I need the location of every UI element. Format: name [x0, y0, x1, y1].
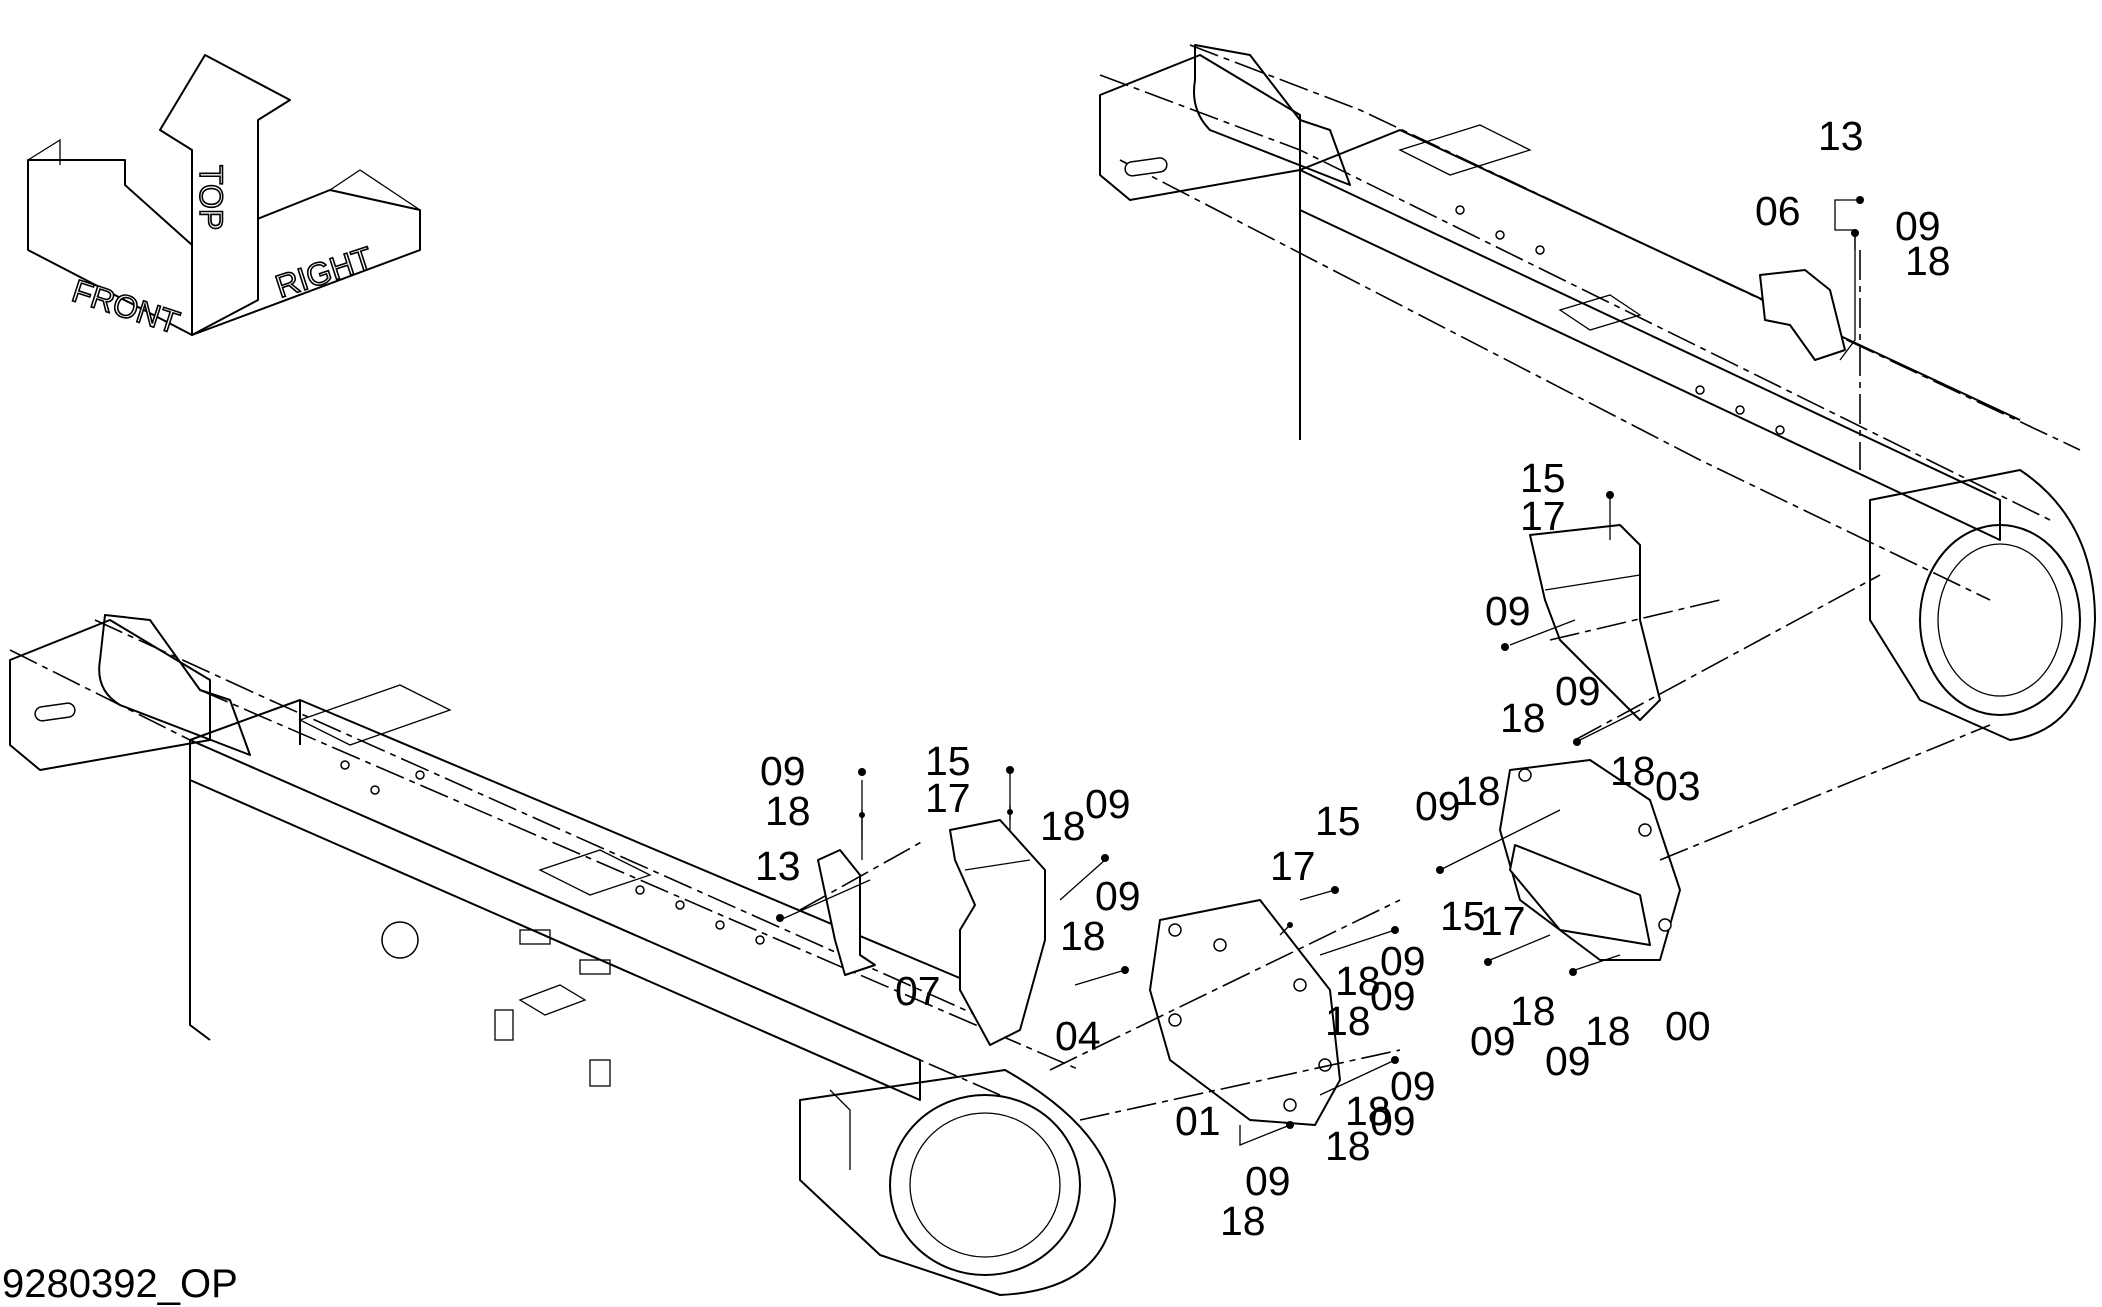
callout-labels: 09 18 13 07 15 17 18 09 18 09 04 17 15 0… — [755, 113, 1951, 1244]
orientation-symbol: FRONT RIGHT TOP — [27, 54, 421, 342]
right-leader-lines — [1436, 196, 1991, 976]
callout-18: 18 — [1335, 958, 1381, 1004]
callout-09: 09 — [1485, 588, 1531, 634]
callout-13: 13 — [1818, 113, 1864, 159]
callout-18: 18 — [1040, 803, 1086, 849]
part-07-bracket — [817, 849, 876, 976]
callout-09: 09 — [1555, 668, 1601, 714]
callout-09: 09 — [1415, 783, 1461, 829]
callout-17: 17 — [1520, 493, 1566, 539]
part-06-bracket — [1759, 269, 1846, 361]
callout-04: 04 — [1055, 1013, 1101, 1059]
callout-01: 01 — [1175, 1098, 1221, 1144]
callout-09: 09 — [1370, 973, 1416, 1019]
callout-18: 18 — [1060, 913, 1106, 959]
callout-13: 13 — [755, 843, 801, 889]
callout-18: 18 — [1220, 1198, 1266, 1244]
right-track-frame — [1099, 44, 2096, 741]
callout-07: 07 — [895, 968, 941, 1014]
drawing-id: 9280392_OP — [2, 1262, 238, 1306]
callout-15: 15 — [1440, 893, 1486, 939]
callout-18: 18 — [1585, 1008, 1631, 1054]
callout-00: 00 — [1665, 1003, 1711, 1049]
top-arrow-shape — [159, 54, 291, 336]
callout-18: 18 — [1610, 748, 1656, 794]
callout-17: 17 — [925, 775, 971, 821]
left-guard-parts — [776, 766, 1401, 1146]
callout-18: 18 — [1325, 998, 1371, 1044]
callout-03: 03 — [1655, 763, 1701, 809]
part-00-liner — [1509, 844, 1651, 946]
callout-17: 17 — [1480, 898, 1526, 944]
callout-09: 09 — [1095, 873, 1141, 919]
callout-18: 18 — [1500, 695, 1546, 741]
callout-15: 15 — [925, 738, 971, 784]
callout-18: 18 — [765, 788, 811, 834]
callout-06: 06 — [1755, 188, 1801, 234]
left-leader-lines — [776, 766, 1401, 1146]
callout-09: 09 — [1245, 1158, 1291, 1204]
callout-09: 09 — [1470, 1018, 1516, 1064]
left-track-frame — [9, 614, 1116, 1296]
callout-18: 18 — [1905, 238, 1951, 284]
part-04-guard — [949, 819, 1046, 1046]
orientation-top-label: TOP — [193, 165, 229, 230]
part-03-guard — [1529, 524, 1661, 721]
callout-18: 18 — [1325, 1123, 1371, 1169]
part-01-cover — [1149, 899, 1341, 1126]
callout-17: 17 — [1270, 843, 1316, 889]
callout-09: 09 — [1085, 781, 1131, 827]
callout-15: 15 — [1315, 798, 1361, 844]
callout-09: 09 — [1390, 1063, 1436, 1109]
callout-09: 09 — [1380, 938, 1426, 984]
callout-15: 15 — [1520, 455, 1566, 501]
right-guard-parts — [1436, 196, 1991, 976]
callout-09: 09 — [760, 748, 806, 794]
callout-09: 09 — [1370, 1098, 1416, 1144]
callout-09: 09 — [1545, 1038, 1591, 1084]
callout-09: 09 — [1895, 203, 1941, 249]
callout-18: 18 — [1455, 768, 1501, 814]
callout-18: 18 — [1345, 1088, 1391, 1134]
callout-18: 18 — [1510, 988, 1556, 1034]
